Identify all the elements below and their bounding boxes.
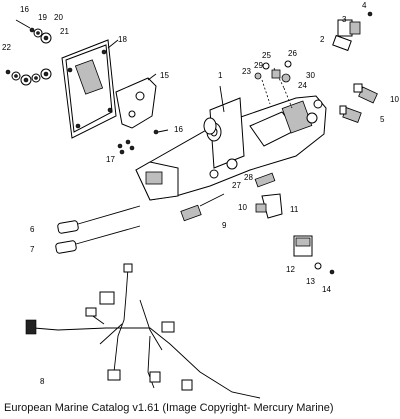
callout-7: 7 (30, 245, 35, 254)
callout-23: 23 (242, 67, 251, 76)
parts-27-28-seal (209, 158, 283, 219)
part-18-ecm-plate (61, 39, 119, 139)
callout-18: 18 (118, 35, 127, 44)
callout-8: 8 (40, 377, 45, 386)
part-9-sensor (180, 193, 225, 222)
parts-sensors-5-10 (339, 83, 378, 123)
callout-17: 17 (106, 155, 115, 164)
callout-13: 13 (306, 277, 315, 286)
callout-11: 11 (290, 205, 299, 214)
callout-6: 6 (30, 225, 35, 234)
part-1-intake-assembly (135, 85, 327, 201)
parts-sensors-6-7 (55, 205, 141, 254)
callout-20: 20 (54, 13, 63, 22)
callout-16-middle: 16 (174, 125, 183, 134)
callout-21: 21 (60, 27, 69, 36)
callout-28: 28 (244, 173, 253, 182)
parts-fittings-23-30 (254, 60, 292, 83)
parts-12-13-14 (293, 235, 335, 275)
callout-30: 30 (306, 71, 315, 80)
part-16-lifting-eye (203, 117, 217, 135)
callout-25: 25 (262, 51, 271, 60)
parts-screws (117, 129, 169, 155)
callout-2: 2 (320, 35, 325, 44)
callout-29: 29 (254, 61, 263, 70)
parts-connectors-2-3 (332, 11, 373, 52)
callout-5: 5 (380, 115, 385, 124)
callout-9: 9 (222, 221, 227, 230)
callout-14: 14 (322, 285, 331, 294)
parts-washers-top-left (5, 19, 52, 86)
callout-1: 1 (218, 71, 223, 80)
copyright-caption: European Marine Catalog v1.61 (Image Cop… (4, 402, 334, 414)
callout-16-top-left: 16 (20, 5, 29, 14)
callout-24: 24 (298, 81, 307, 90)
callout-26: 26 (288, 49, 297, 58)
callout-15: 15 (160, 71, 169, 80)
part-8-wiring-harness (25, 263, 261, 399)
callout-19: 19 (38, 13, 47, 22)
callout-3: 3 (342, 15, 347, 24)
callout-10-middle: 10 (238, 203, 247, 212)
callout-27: 27 (232, 181, 241, 190)
callout-12: 12 (286, 265, 295, 274)
callout-22: 22 (2, 43, 11, 52)
callout-4: 4 (362, 1, 367, 10)
part-15-bracket (115, 73, 157, 129)
callout-10-top-right: 10 (390, 95, 399, 104)
